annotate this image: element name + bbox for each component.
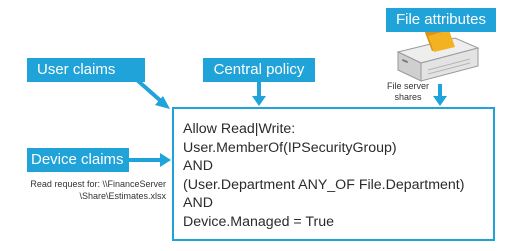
- policy-line: Allow Read|Write:: [183, 121, 296, 137]
- policy-box: Allow Read|Write: User.MemberOf(IPSecuri…: [172, 107, 495, 241]
- read-request-line1: Read request for: \\FinanceServer: [30, 179, 166, 189]
- user-claims-callout: User claims: [27, 58, 145, 82]
- file-server-label-line2: shares: [394, 92, 422, 102]
- central-policy-arrow: [252, 82, 266, 106]
- read-request-text: Read request for: \\FinanceServer \Share…: [6, 178, 166, 202]
- policy-line: AND: [183, 195, 213, 212]
- file-attributes-callout: File attributes: [386, 8, 496, 32]
- file-server-label-line1: File server: [386, 81, 429, 91]
- file-attributes-label: File attributes: [395, 11, 487, 28]
- policy-line: AND: [183, 158, 213, 175]
- central-policy-callout: Central policy: [203, 58, 315, 82]
- file-server-arrow: [433, 84, 447, 106]
- user-claims-arrow: [135, 78, 170, 109]
- device-claims-label: Device claims: [31, 151, 124, 168]
- central-policy-label: Central policy: [213, 61, 305, 78]
- device-claims-callout: Device claims: [27, 148, 129, 172]
- device-claims-arrow: [129, 153, 171, 167]
- file-server-label: File server shares: [380, 81, 436, 103]
- read-request-line2: \Share\Estimates.xlsx: [79, 191, 166, 201]
- user-claims-label: User claims: [37, 61, 116, 78]
- policy-line: (User.Department ANY_OF File.Department): [183, 176, 465, 193]
- policy-line: User.MemberOf(IPSecurityGroup): [183, 139, 397, 156]
- server-icon: [396, 37, 480, 82]
- policy-line: Device.Managed = True: [183, 213, 335, 230]
